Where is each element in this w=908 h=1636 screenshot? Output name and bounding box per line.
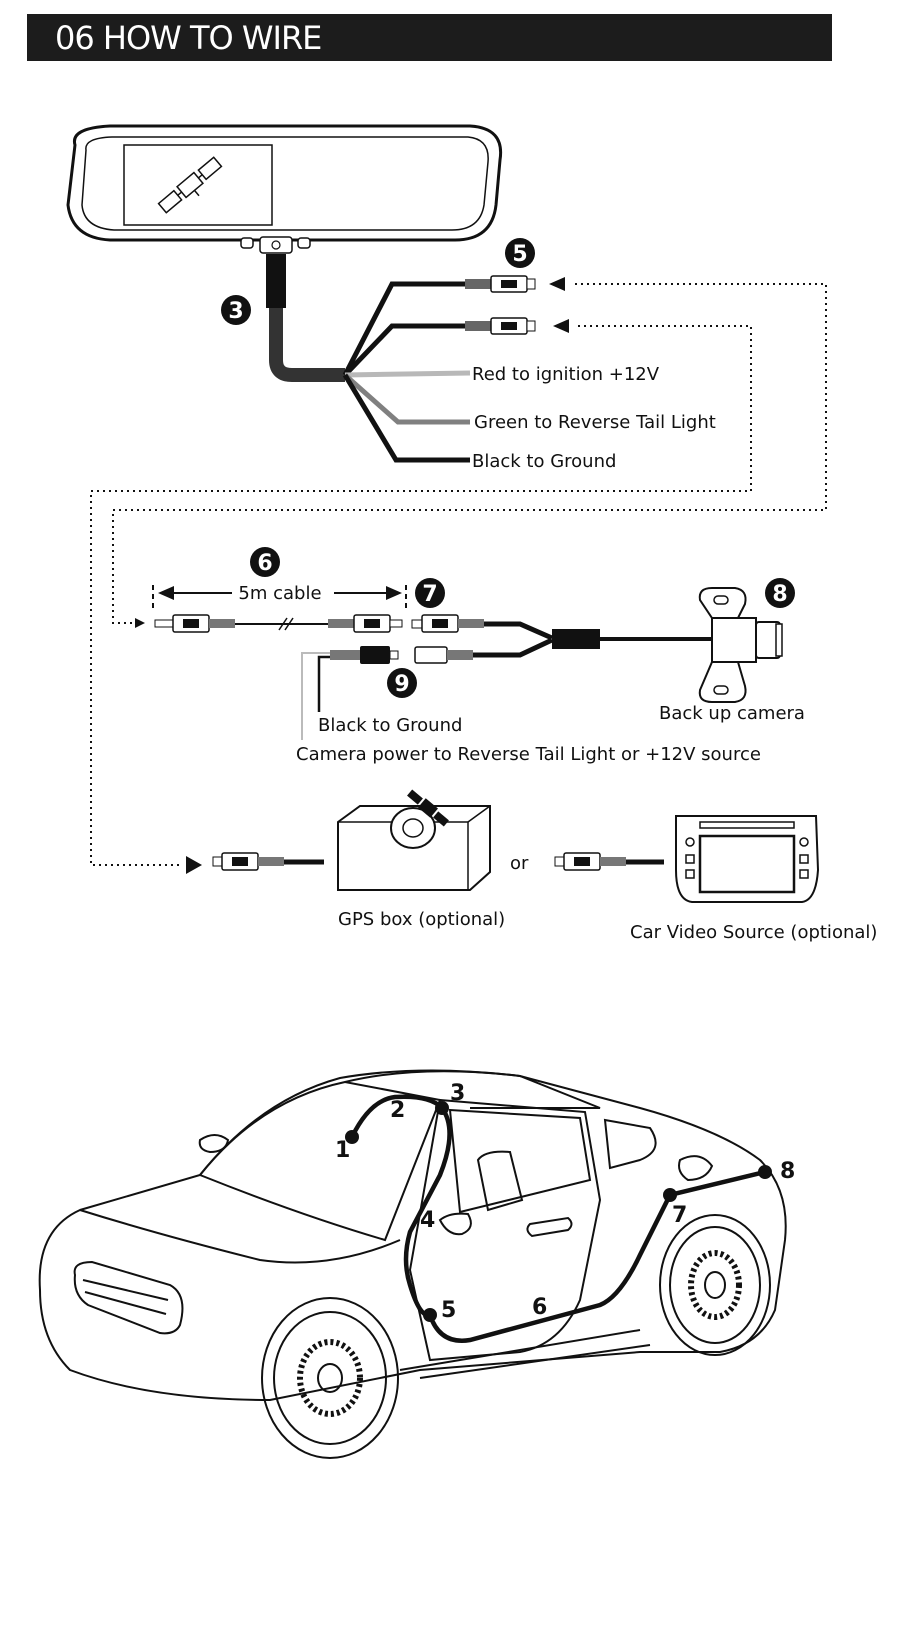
cable-length-label: 5m cable (238, 583, 321, 604)
badge-7: 7 (415, 578, 445, 608)
badge-9: 9 (387, 668, 417, 698)
gps-label: GPS box (optional) (338, 909, 505, 930)
svg-text:3: 3 (228, 299, 243, 324)
video-source-label: Car Video Source (optional) (630, 922, 877, 943)
mirror-left-button (240, 237, 254, 249)
mirror-power-button (259, 236, 293, 254)
rear-wheel (659, 1214, 771, 1356)
power-icon (271, 240, 281, 250)
camera-cable (301, 614, 712, 740)
route-points (345, 1101, 772, 1322)
mirror-right-button (297, 237, 311, 249)
gps-satellite-icon (407, 789, 449, 827)
route-point-3: 3 (450, 1081, 465, 1106)
section-header: 06 HOW TO WIRE (27, 14, 832, 61)
route-point-2: 2 (390, 1098, 405, 1123)
red-wire-label: Red to ignition +12V (472, 364, 660, 385)
wiring-route (349, 1094, 766, 1343)
black-wire-label: Black to Ground (472, 451, 616, 472)
gps-box (212, 789, 491, 891)
svg-text:7: 7 (422, 582, 437, 607)
green-wire-label: Green to Reverse Tail Light (474, 412, 716, 433)
extension-cable (154, 614, 403, 633)
backup-camera (698, 587, 783, 703)
rca-connector-bottom (465, 317, 536, 335)
route-point-4: 4 (420, 1208, 435, 1233)
badge-8: 8 (765, 578, 795, 608)
car-illustration (38, 1069, 787, 1402)
or-label: or (510, 853, 529, 874)
route-point-7: 7 (672, 1203, 687, 1228)
svg-text:6: 6 (257, 551, 272, 576)
rca-connector-top (465, 275, 536, 293)
front-wheel (261, 1297, 399, 1459)
badge-5: 5 (505, 238, 535, 268)
route-point-8: 8 (780, 1159, 795, 1184)
badge-6: 6 (250, 547, 280, 577)
camera-power-label: Camera power to Reverse Tail Light or +1… (296, 744, 761, 765)
rearview-mirror (66, 124, 503, 254)
cable-length-dimension: 5m cable (152, 583, 407, 612)
route-point-1: 1 (335, 1138, 350, 1163)
car-video-source (554, 815, 820, 903)
badge-3: 3 (221, 295, 251, 325)
svg-text:9: 9 (394, 672, 409, 697)
route-point-6: 6 (532, 1295, 547, 1320)
svg-text:8: 8 (772, 582, 787, 607)
camera-label: Back up camera (659, 703, 805, 724)
satellite-icon (157, 156, 223, 214)
svg-text:5: 5 (512, 242, 527, 267)
dotted-connection-lines (90, 283, 827, 866)
route-point-5: 5 (441, 1298, 456, 1323)
camera-ground-label: Black to Ground (318, 715, 462, 736)
section-title: 06 HOW TO WIRE (55, 19, 322, 57)
mirror-cable-harness (266, 254, 569, 463)
